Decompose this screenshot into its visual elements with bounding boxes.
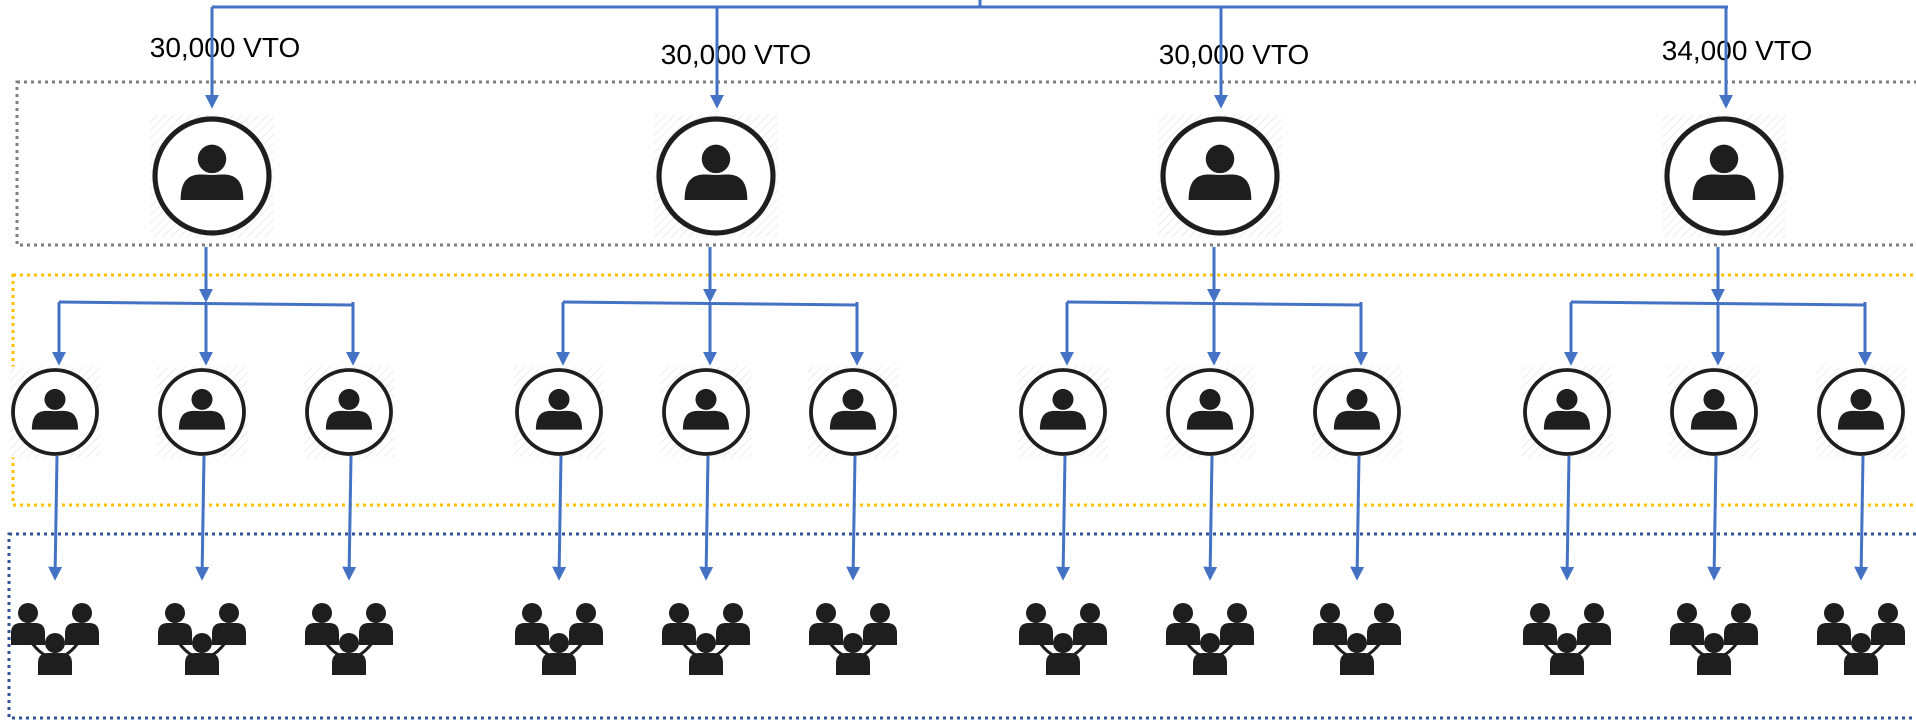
team-arrow	[552, 455, 567, 581]
team-group-icon	[158, 603, 246, 675]
team-group-icon	[11, 603, 99, 675]
member-user-icon	[1521, 366, 1613, 458]
leader-user-icon	[150, 114, 274, 238]
branch-amount-label: 30,000 VTO	[1159, 39, 1309, 70]
member-user-icon	[303, 366, 395, 458]
branch-4: 34,000 VTO	[1521, 7, 1907, 675]
team-arrow	[1707, 455, 1722, 581]
team-arrow	[846, 455, 861, 581]
team-arrow	[1854, 455, 1869, 581]
branch-1: 30,000 VTO	[9, 7, 395, 675]
branch-amount-label: 30,000 VTO	[661, 39, 811, 70]
team-arrow	[1350, 455, 1365, 581]
team-group-icon	[1817, 603, 1905, 675]
member-user-icon	[660, 366, 752, 458]
member-user-icon	[9, 366, 101, 458]
tier1-box	[15, 80, 1916, 247]
team-arrow	[699, 455, 714, 581]
member-user-icon	[1311, 366, 1403, 458]
branch-2: 30,000 VTO	[513, 7, 899, 675]
member-user-icon	[1164, 366, 1256, 458]
leader-user-icon	[654, 114, 778, 238]
leader-user-icon	[1158, 114, 1282, 238]
team-group-icon	[515, 603, 603, 675]
tier3-box	[7, 532, 1916, 720]
team-group-icon	[1313, 603, 1401, 675]
team-group-icon	[809, 603, 897, 675]
team-group-icon	[662, 603, 750, 675]
member-user-icon	[1017, 366, 1109, 458]
branch-3: 30,000 VTO	[1017, 7, 1403, 675]
leader-user-icon	[1662, 114, 1786, 238]
team-arrow	[342, 455, 357, 581]
team-group-icon	[1523, 603, 1611, 675]
member-user-icon	[1668, 366, 1760, 458]
tier2-box	[11, 273, 1916, 507]
team-arrow	[48, 455, 63, 581]
team-arrow	[195, 455, 210, 581]
member-user-icon	[156, 366, 248, 458]
top-connector	[212, 0, 1728, 9]
team-group-icon	[1019, 603, 1107, 675]
branch-amount-label: 30,000 VTO	[150, 32, 300, 63]
team-arrow	[1203, 455, 1218, 581]
branch-amount-label: 34,000 VTO	[1662, 35, 1812, 66]
team-group-icon	[1166, 603, 1254, 675]
member-user-icon	[513, 366, 605, 458]
team-arrow	[1056, 455, 1071, 581]
member-user-icon	[807, 366, 899, 458]
team-group-icon	[1670, 603, 1758, 675]
member-user-icon	[1815, 366, 1907, 458]
team-arrow	[1560, 455, 1575, 581]
team-group-icon	[305, 603, 393, 675]
